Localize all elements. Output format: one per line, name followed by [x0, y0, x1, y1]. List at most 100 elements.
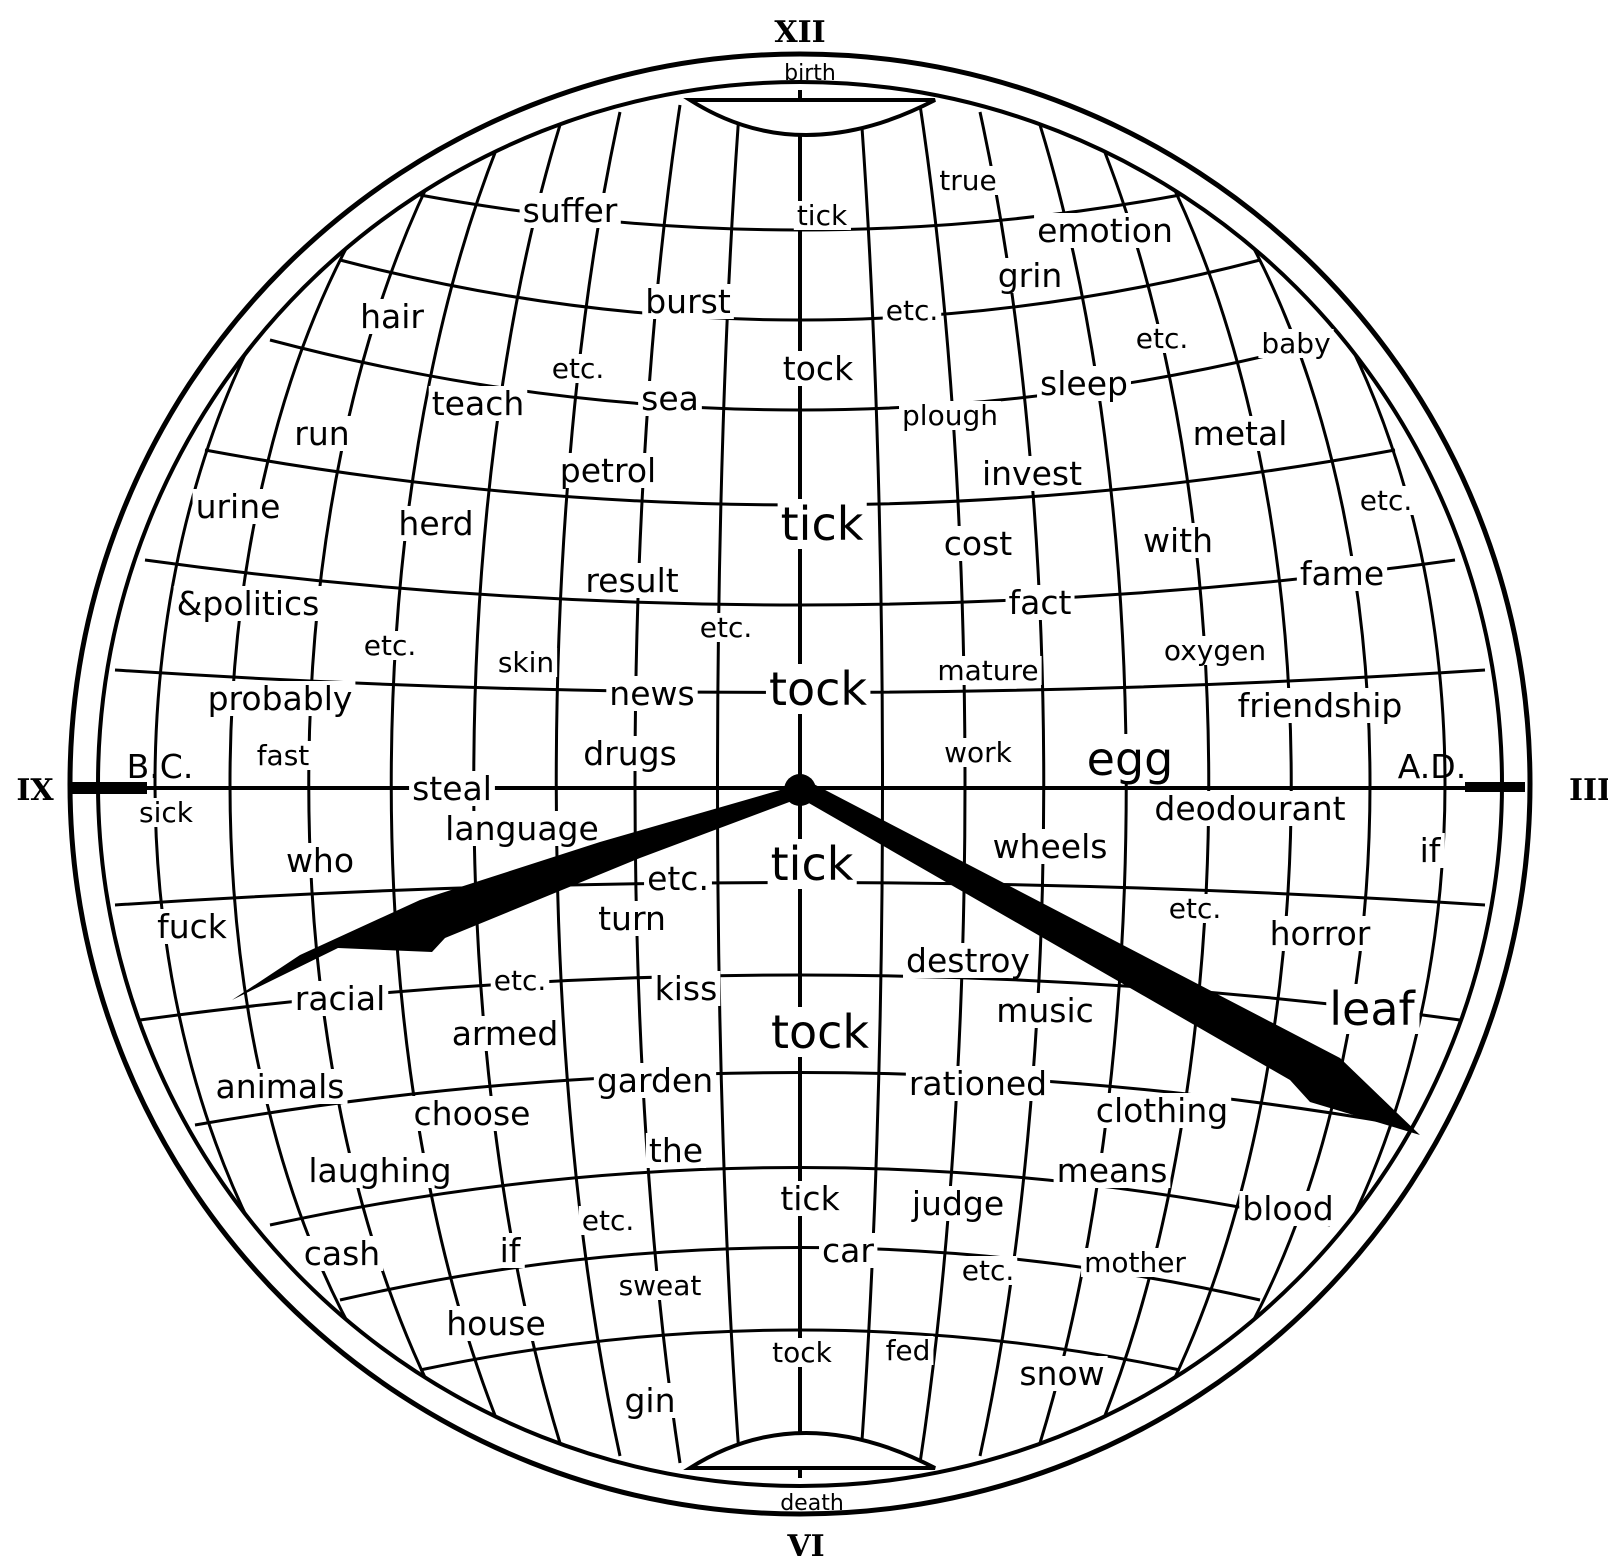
- globe-word: tock: [769, 662, 867, 716]
- globe-word: clothing: [1096, 1091, 1228, 1130]
- globe-word: work: [944, 736, 1013, 769]
- globe-word: steal: [412, 769, 492, 808]
- globe-word: house: [446, 1304, 546, 1343]
- meridian: [230, 190, 380, 1378]
- globe-word: garden: [597, 1061, 713, 1100]
- globe-word: mature: [937, 654, 1038, 687]
- globe-word: metal: [1193, 414, 1288, 453]
- globe-word: racial: [295, 979, 386, 1018]
- globe-word: sleep: [1040, 364, 1128, 403]
- globe-word: etc.: [364, 629, 417, 662]
- globe-word: tock: [783, 349, 854, 388]
- globe-word: hair: [360, 297, 424, 336]
- globe-word: if: [500, 1231, 522, 1270]
- globe-word: horror: [1270, 914, 1371, 953]
- globe-word: car: [822, 1231, 874, 1270]
- globe-word: oxygen: [1164, 634, 1266, 667]
- globe-word: herd: [398, 504, 473, 543]
- equator-label-bc: B.C.: [127, 747, 194, 786]
- globe-word: destroy: [906, 941, 1030, 980]
- globe-word: sick: [139, 796, 194, 829]
- globe-word: etc.: [700, 611, 753, 644]
- globe-word: etc.: [647, 859, 709, 898]
- globe-word: who: [286, 841, 354, 880]
- globe-word: skin: [498, 646, 554, 679]
- globe-word: etc.: [552, 352, 605, 385]
- globe-word: music: [996, 991, 1094, 1030]
- globe-word: choose: [414, 1094, 531, 1133]
- globe-word: tock: [772, 1336, 833, 1369]
- globe-word: means: [1057, 1151, 1168, 1190]
- globe-word: urine: [196, 487, 281, 526]
- globe-word: mother: [1084, 1246, 1186, 1279]
- globe-word: judge: [911, 1184, 1004, 1223]
- globe-word: fed: [886, 1334, 931, 1367]
- globe-word: probably: [208, 679, 353, 718]
- globe-word: news: [609, 674, 694, 713]
- globe-word: if: [1420, 831, 1442, 870]
- globe-word: etc.: [582, 1204, 635, 1237]
- globe-word: etc.: [1136, 322, 1189, 355]
- globe-word: animals: [215, 1067, 344, 1106]
- globe-word: tick: [780, 1179, 840, 1218]
- globe-word: &politics: [177, 584, 320, 623]
- globe-word: etc.: [962, 1254, 1015, 1287]
- globe-word: wheels: [993, 827, 1108, 866]
- globe-word: tick: [797, 199, 848, 232]
- globe-word: tock: [771, 1005, 869, 1059]
- globe-word: laughing: [308, 1151, 451, 1190]
- globe-word: sweat: [619, 1269, 702, 1302]
- globe-word: teach: [432, 384, 525, 423]
- right-axis-stub: [1465, 782, 1525, 792]
- rim-label-death: death: [780, 1491, 844, 1516]
- rim-label-birth: birth: [784, 61, 836, 86]
- globe-word: blood: [1242, 1189, 1333, 1228]
- globe-word: etc.: [886, 294, 939, 327]
- globe-word: kiss: [655, 969, 718, 1008]
- globe-word: sea: [641, 379, 699, 418]
- globe-word: cash: [304, 1234, 380, 1273]
- globe-word: fact: [1009, 583, 1072, 622]
- globe-word: language: [445, 809, 599, 848]
- numeral-ix: IX: [16, 773, 54, 808]
- globe-word: petrol: [560, 451, 656, 490]
- numeral-iii: III: [1569, 773, 1608, 808]
- globe-word: tick: [771, 837, 854, 891]
- globe-word: fuck: [157, 907, 228, 946]
- globe-word: etc.: [494, 964, 547, 997]
- globe-word: drugs: [583, 734, 677, 773]
- globe-word: armed: [452, 1014, 559, 1053]
- meridian: [556, 112, 620, 1456]
- globe-word: fame: [1300, 554, 1384, 593]
- globe-word: suffer: [523, 191, 618, 230]
- globe-word: etc.: [1169, 892, 1222, 925]
- globe-word: run: [294, 414, 349, 453]
- globe-word: egg: [1087, 732, 1174, 786]
- globe-word: result: [585, 561, 678, 600]
- globe-word: invest: [982, 454, 1082, 493]
- globe-word: friendship: [1238, 686, 1403, 725]
- hand-pivot: [784, 774, 816, 806]
- globe-word: gin: [624, 1381, 675, 1420]
- globe-word: the: [649, 1131, 703, 1170]
- globe-word: tick: [781, 497, 864, 551]
- globe-word: plough: [902, 399, 998, 432]
- globe-word: with: [1143, 521, 1213, 560]
- globe-word: leaf: [1329, 982, 1416, 1036]
- numeral-xii: XII: [774, 15, 825, 50]
- globe-word: snow: [1019, 1354, 1104, 1393]
- numeral-vi: VI: [786, 1529, 824, 1564]
- globe-word: deodourant: [1154, 789, 1345, 828]
- globe-word: cost: [944, 524, 1013, 563]
- globe-word: rationed: [909, 1064, 1047, 1103]
- globe-word: emotion: [1037, 211, 1173, 250]
- globe-word: etc.: [1360, 484, 1413, 517]
- globe-word: fast: [257, 739, 310, 772]
- globe-word: burst: [645, 282, 731, 321]
- globe-word: baby: [1261, 327, 1330, 360]
- south-cap: [690, 1433, 935, 1468]
- north-cap: [690, 100, 935, 135]
- globe-word: turn: [598, 899, 666, 938]
- globe-word: true: [939, 164, 996, 197]
